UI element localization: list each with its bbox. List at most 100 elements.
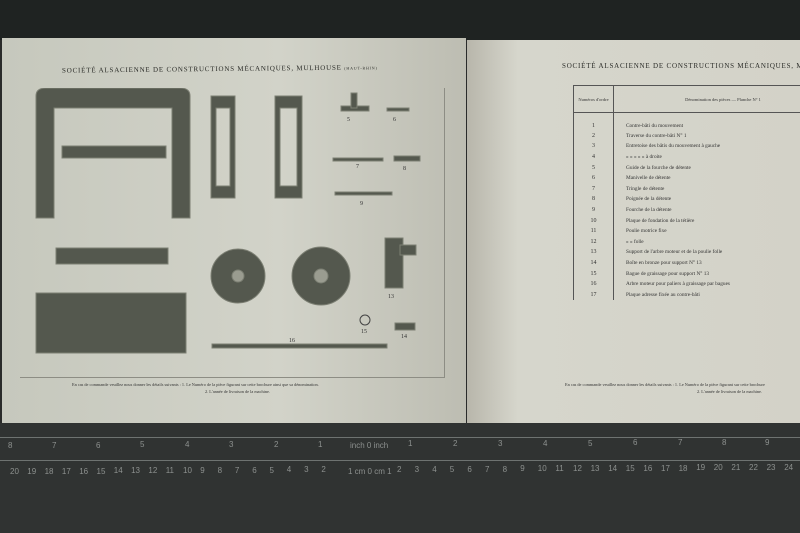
table-row: 12 » » folle [573, 236, 800, 248]
part-7-rod [332, 157, 384, 162]
part-number: 6 [573, 172, 614, 184]
left-footer-line1: En cas de commande veuillez nous donner … [72, 382, 319, 387]
ruler-cm-tick: 7 [234, 465, 240, 475]
ruler-cm-tick: 17 [661, 463, 670, 473]
ruler-cm-tick: 18 [678, 463, 688, 473]
machine-parts-drawing [35, 87, 421, 354]
ruler-cm-tick: 5 [449, 464, 455, 474]
part-number: 3 [573, 141, 614, 152]
background-strip [0, 0, 800, 40]
ruler-inch-tick: 6 [633, 438, 638, 448]
part-number: 9 [573, 204, 614, 216]
ruler-cm-tick: 24 [784, 462, 794, 472]
ruler-cm-tick: 16 [79, 466, 89, 476]
left-page: SOCIÉTÉ ALSACIENNE DE CONSTRUCTIONS MÉCA… [2, 38, 466, 423]
part-label: 13 [388, 294, 394, 300]
ruler-inch-tick: 3 [498, 439, 503, 448]
ruler-inch-tick: 5 [588, 438, 593, 448]
part-number: 8 [573, 194, 614, 205]
ruler-cm-tick: 6 [252, 465, 257, 475]
table-row: 10 Plaque de fondation de la tétière [573, 215, 800, 226]
part-6-crank [386, 107, 410, 112]
part-description: Support de l'arbre moteur et de la pouli… [626, 249, 723, 256]
ruler-inch-tick: 1 [408, 439, 413, 449]
ruler-cm-tick: 14 [608, 463, 618, 473]
ruler-cm-tick: 7 [485, 464, 490, 474]
part-number: 2 [573, 130, 614, 142]
ruler-cm-tick: 19 [696, 463, 706, 473]
ruler-inch-tick: 4 [185, 440, 190, 450]
part-1-frame [35, 87, 191, 219]
part-description: Manivelle de détente [626, 175, 671, 182]
left-footer-line2: 2. L'année de livraison de la machine. [205, 389, 270, 394]
ruler-cm-tick: 2 [321, 465, 326, 475]
part-label: 6 [393, 117, 396, 123]
part-14-bush [394, 322, 416, 331]
table-row: 6 Manivelle de détente [573, 172, 800, 184]
part-description: Arbre moteur pour paliers à graissage pa… [626, 281, 730, 288]
ruler-cm-tick: 8 [502, 464, 508, 474]
ruler-inch-tick: 8 [8, 441, 13, 450]
ruler-inch-tick: 5 [140, 440, 145, 450]
part-label: 8 [403, 166, 406, 172]
right-footer-line1: En cas de commande veuillez nous donner … [565, 382, 765, 387]
ruler-cm-tick: 11 [165, 466, 174, 476]
left-page-header: SOCIÉTÉ ALSACIENNE DE CONSTRUCTIONS MÉCA… [61, 63, 378, 75]
ruler-cm-tick: 20 [713, 463, 723, 473]
ruler-cm-tick: 9 [520, 464, 525, 474]
part-description: » » folle [626, 238, 644, 245]
part-15-ring [359, 314, 371, 326]
ruler-inch-tick: 6 [96, 440, 101, 450]
ruler-cm-tick: 14 [113, 466, 123, 476]
part-number: 11 [573, 225, 614, 237]
ruler-cm-tick: 6 [467, 464, 472, 474]
part-label: 16 [289, 338, 295, 344]
ruler-cm-tick: 15 [96, 466, 106, 476]
part-description: Entretoise des bâtis du mouvement à gauc… [626, 143, 721, 150]
ruler-cm-label: 1 cm 0 cm 1 [348, 467, 392, 476]
parts-table: Numéros d'ordre Dénomination des pièces … [573, 85, 800, 300]
ruler-cm-tick: 19 [27, 466, 37, 476]
part-2-crossbar [61, 145, 167, 159]
ruler-cm-tick: 4 [286, 465, 292, 475]
ruler-cm-tick: 2 [397, 465, 402, 475]
part-label: 7 [356, 164, 359, 170]
part-number: 12 [573, 236, 614, 248]
ruler-cm-tick: 11 [555, 464, 564, 474]
ruler-cm-tick: 9 [200, 465, 205, 475]
part-description: Poulie motrice fixe [626, 228, 667, 235]
part-13-support [384, 237, 404, 289]
ruler-inch-tick: 8 [722, 438, 727, 447]
part-description: Poignée de la détente [626, 196, 672, 203]
part-number: 10 [573, 215, 614, 226]
ruler-cm-tick: 3 [414, 465, 420, 474]
ruler-cm-tick: 18 [44, 466, 54, 476]
part-description: Bague de graissage pour support N° 13 [626, 270, 710, 277]
part-number: 13 [573, 247, 614, 258]
ruler-inch-tick: 7 [678, 438, 683, 448]
part-number: 17 [573, 289, 614, 300]
part-description: Plaque de fondation de la tétière [626, 217, 695, 224]
part-number: 4 [573, 151, 614, 163]
ruler-cm-tick: 20 [10, 467, 19, 476]
part-8-handle [393, 155, 421, 162]
table-row: 4 » » » » » à droite [573, 151, 800, 163]
part-number: 5 [573, 162, 614, 173]
ruler-cm-tick: 12 [573, 464, 582, 474]
ruler-cm-tick: 13 [590, 464, 600, 473]
ruler-cm-tick: 13 [131, 466, 140, 476]
part-label: 9 [360, 201, 363, 207]
part-10-baseplate [35, 292, 187, 354]
ruler-cm-tick: 10 [537, 464, 547, 474]
part-description: » » » » » à droite [626, 153, 662, 160]
right-footer-line2: 2. L'année de livraison de la machine. [697, 389, 762, 394]
ruler-inch-tick: 4 [543, 438, 548, 448]
ruler-inch-tick: 1 [318, 439, 323, 449]
ruler-cm-tick: 23 [766, 463, 776, 472]
